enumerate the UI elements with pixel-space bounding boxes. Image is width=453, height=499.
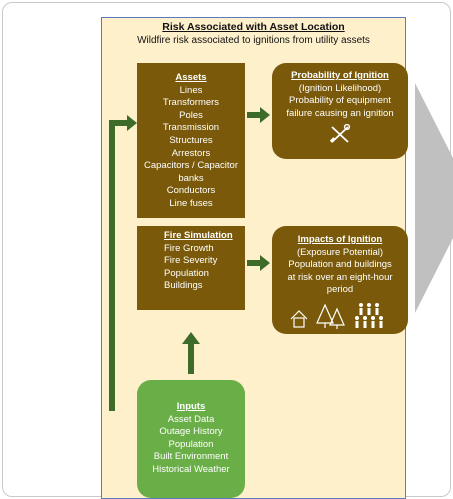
arrow-assets-to-probability: [247, 107, 270, 123]
assets-item: Transformers: [162, 97, 220, 109]
assets-item: Capacitors / Capacitor: [144, 160, 238, 172]
assets-item: Transmission: [162, 122, 220, 134]
arrow-fire-to-impacts: [247, 255, 270, 271]
assets-item: Line fuses: [169, 197, 213, 209]
inputs-box: Inputs Asset Data Outage History Populat…: [137, 380, 245, 498]
impacts-heading: Impacts of Ignition: [297, 234, 383, 245]
assets-item: Conductors: [166, 185, 216, 197]
fire-simulation-item: Fire Growth: [164, 242, 214, 254]
impacts-line: at risk over an eight-hour: [287, 271, 393, 283]
inputs-item: Asset Data: [167, 413, 215, 425]
assets-item: Lines: [179, 84, 203, 96]
community-icons: [290, 302, 383, 329]
fire-simulation-item: Population: [164, 267, 209, 279]
probability-line: (Ignition Likelihood): [298, 82, 382, 94]
people-icon: [355, 302, 383, 328]
assets-item: Arrestors: [171, 147, 211, 159]
diagram-subtitle: Wildfire risk associated to ignitions fr…: [137, 35, 370, 46]
arrow-inputs-to-fire: [182, 332, 200, 374]
house-icon: [290, 310, 308, 328]
fire-simulation-item: Buildings: [164, 280, 203, 292]
inputs-heading: Inputs: [176, 401, 206, 412]
inputs-item: Historical Weather: [152, 463, 230, 475]
inputs-item: Built Environment: [153, 451, 229, 463]
probability-line: failure causing an ignition: [286, 107, 394, 119]
inputs-item: Population: [168, 438, 214, 450]
assets-heading: Assets: [175, 72, 207, 83]
tools-icon: [329, 124, 351, 144]
assets-box: Assets Lines Transformers Poles Transmis…: [137, 63, 245, 218]
probability-of-ignition-box: Probability of Ignition (Ignition Likeli…: [272, 63, 408, 159]
assets-item: banks: [178, 172, 204, 184]
probability-line: Probability of equipment: [289, 95, 391, 107]
trees-icon: [316, 303, 345, 329]
impacts-line: Population and buildings: [288, 259, 392, 271]
fire-simulation-item: Fire Severity: [164, 255, 218, 267]
assets-item: Structures: [169, 134, 213, 146]
inputs-item: Outage History: [159, 426, 223, 438]
impacts-of-ignition-box: Impacts of Ignition (Exposure Potential)…: [272, 226, 408, 334]
probability-heading: Probability of Ignition: [291, 70, 389, 81]
arrow-inputs-to-assets: [109, 115, 137, 411]
assets-item: Poles: [179, 109, 203, 121]
diagram-title: Risk Associated with Asset Location: [162, 21, 345, 33]
impacts-line: (Exposure Potential): [296, 246, 384, 258]
fire-simulation-box: Fire Simulation Fire Growth Fire Severit…: [137, 226, 245, 310]
impacts-line: period: [326, 284, 354, 296]
fire-simulation-heading: Fire Simulation: [164, 230, 233, 241]
gray-output-arrow: [415, 83, 453, 313]
